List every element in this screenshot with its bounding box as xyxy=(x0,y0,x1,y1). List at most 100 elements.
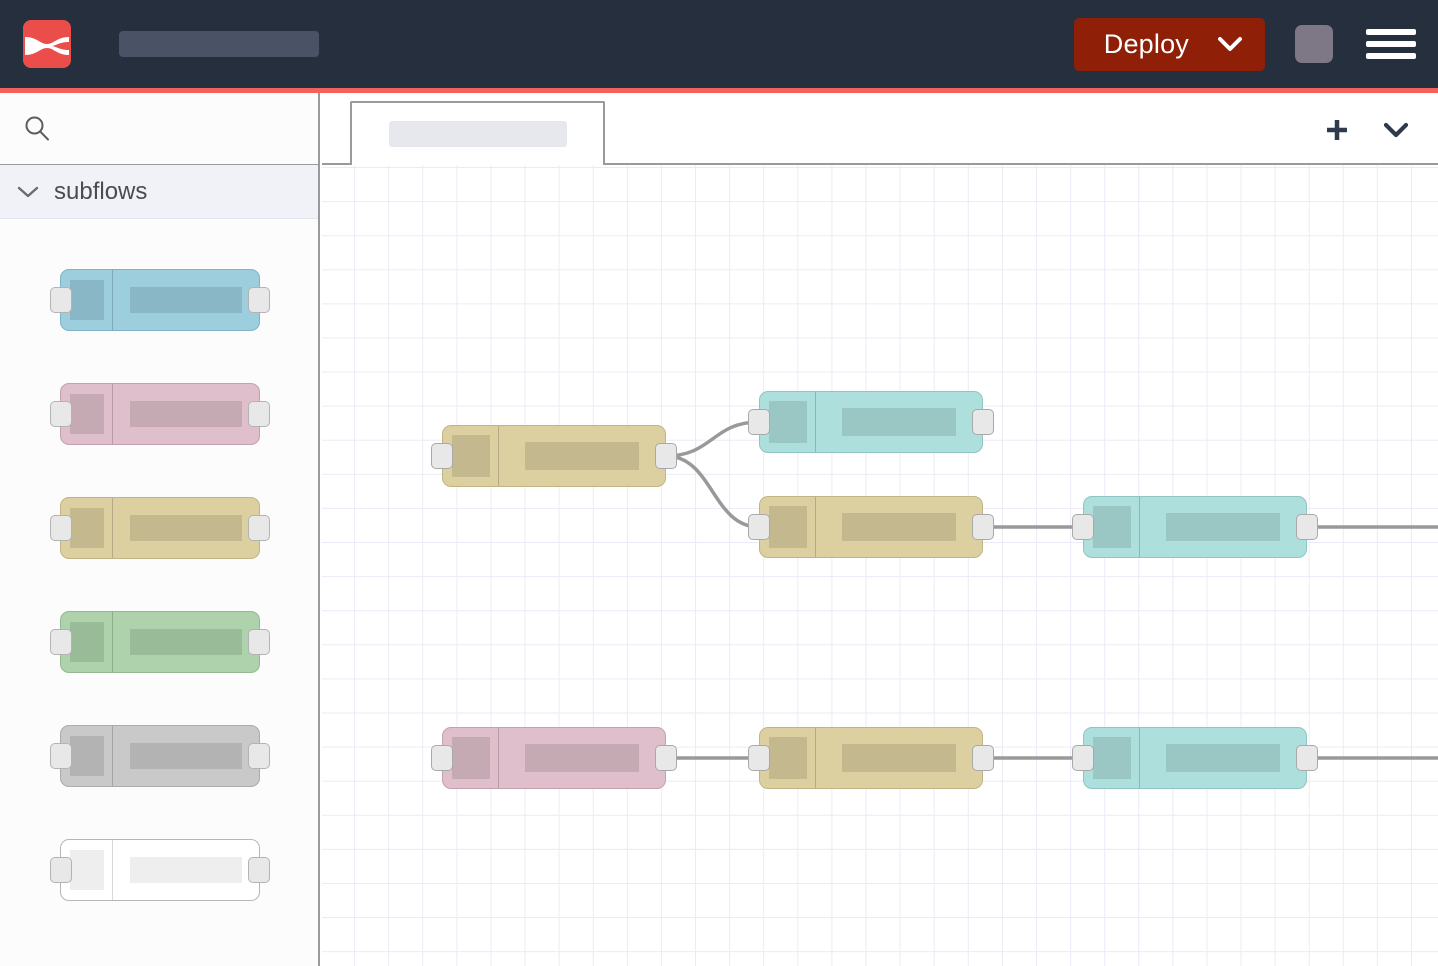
palette-node-3[interactable] xyxy=(50,497,270,559)
deploy-button[interactable]: Deploy xyxy=(1073,17,1265,71)
node-input-port[interactable] xyxy=(50,857,72,883)
wire-inject-to-change[interactable] xyxy=(664,454,761,529)
node-output-port[interactable] xyxy=(1296,514,1318,540)
node-type-icon xyxy=(61,498,113,558)
node-label-area xyxy=(113,612,259,672)
palette-search-row[interactable] xyxy=(0,93,318,165)
plus-icon[interactable] xyxy=(1322,115,1352,145)
node-type-icon xyxy=(61,270,113,330)
node-input-port[interactable] xyxy=(1072,745,1094,771)
node-input-port[interactable] xyxy=(50,743,72,769)
node-type-icon xyxy=(61,726,113,786)
palette-item xyxy=(0,813,318,927)
node-output-port[interactable] xyxy=(248,743,270,769)
flow-node-http-in[interactable] xyxy=(431,727,677,789)
node-red-logo-icon[interactable] xyxy=(23,20,71,68)
palette-search-input[interactable] xyxy=(66,108,276,149)
node-output-port[interactable] xyxy=(248,287,270,313)
user-avatar[interactable] xyxy=(1295,25,1333,63)
flow-node-debug[interactable] xyxy=(1072,496,1318,558)
node-icon-glyph xyxy=(69,850,104,890)
chevron-down-glyph xyxy=(17,186,39,197)
node-output-port[interactable] xyxy=(248,857,270,883)
flow-canvas-grid[interactable] xyxy=(322,165,1438,966)
chevron-down-icon[interactable] xyxy=(16,185,40,199)
flow-node-template[interactable] xyxy=(748,727,994,789)
node-label xyxy=(130,515,242,541)
palette-node-2[interactable] xyxy=(50,383,270,445)
node-icon-glyph xyxy=(69,280,104,320)
palette-node-1[interactable] xyxy=(50,269,270,331)
node-input-port[interactable] xyxy=(748,409,770,435)
node-input-port[interactable] xyxy=(50,401,72,427)
header-accent-stripe xyxy=(0,88,1438,93)
node-type-icon xyxy=(61,840,113,900)
flow-node-inject[interactable] xyxy=(431,425,677,487)
node-body[interactable] xyxy=(759,496,983,558)
flow-tab-1[interactable] xyxy=(350,101,605,165)
node-body[interactable] xyxy=(759,727,983,789)
node-body[interactable] xyxy=(442,727,666,789)
node-body[interactable] xyxy=(442,425,666,487)
node-output-port[interactable] xyxy=(655,745,677,771)
flow-node-function[interactable] xyxy=(748,391,994,453)
node-label xyxy=(130,857,242,883)
node-output-port[interactable] xyxy=(248,515,270,541)
palette-group-subflows[interactable]: subflows xyxy=(0,165,318,219)
chevron-down-glyph xyxy=(1218,37,1242,51)
node-input-port[interactable] xyxy=(50,515,72,541)
node-input-port[interactable] xyxy=(50,629,72,655)
app-header: Deploy xyxy=(0,0,1438,88)
node-label-area xyxy=(816,497,982,557)
node-icon-glyph xyxy=(451,737,490,779)
node-type-icon xyxy=(443,426,499,486)
node-label xyxy=(842,744,956,772)
tab-menu-chevron-down-icon[interactable] xyxy=(1382,121,1410,139)
palette-node-6[interactable] xyxy=(50,839,270,901)
node-output-port[interactable] xyxy=(655,443,677,469)
node-input-port[interactable] xyxy=(748,514,770,540)
node-icon-glyph xyxy=(768,737,807,779)
palette-node-5[interactable] xyxy=(50,725,270,787)
flow-node-layer xyxy=(322,165,1438,966)
node-label xyxy=(842,513,956,541)
node-type-icon xyxy=(760,497,816,557)
chevron-down-glyph xyxy=(1383,122,1409,138)
node-label-area xyxy=(113,840,259,900)
node-icon-glyph xyxy=(69,622,104,662)
node-type-icon xyxy=(1084,497,1140,557)
hamburger-menu-icon[interactable] xyxy=(1366,24,1416,64)
node-icon-glyph xyxy=(69,508,104,548)
node-input-port[interactable] xyxy=(1072,514,1094,540)
node-output-port[interactable] xyxy=(972,409,994,435)
node-label xyxy=(130,287,242,313)
node-output-port[interactable] xyxy=(972,514,994,540)
node-body[interactable] xyxy=(1083,496,1307,558)
palette-sidebar: subflows xyxy=(0,93,320,966)
node-output-port[interactable] xyxy=(248,401,270,427)
flow-node-change[interactable] xyxy=(748,496,994,558)
node-icon-glyph xyxy=(451,435,490,477)
node-output-port[interactable] xyxy=(972,745,994,771)
search-icon[interactable] xyxy=(22,114,52,144)
palette-node-4[interactable] xyxy=(50,611,270,673)
node-body[interactable] xyxy=(759,391,983,453)
node-input-port[interactable] xyxy=(431,443,453,469)
node-output-port[interactable] xyxy=(1296,745,1318,771)
node-label xyxy=(1166,744,1280,772)
node-input-port[interactable] xyxy=(431,745,453,771)
palette-node-list xyxy=(0,219,318,927)
wire-inject-to-function[interactable] xyxy=(664,420,761,458)
node-output-port[interactable] xyxy=(248,629,270,655)
editor-body: subflows xyxy=(0,93,1438,966)
node-input-port[interactable] xyxy=(50,287,72,313)
node-icon-glyph xyxy=(768,401,807,443)
palette-group-label: subflows xyxy=(54,177,148,205)
palette-item xyxy=(0,699,318,813)
node-body[interactable] xyxy=(1083,727,1307,789)
chevron-down-icon[interactable] xyxy=(1217,36,1243,52)
node-label xyxy=(525,442,639,470)
node-input-port[interactable] xyxy=(748,745,770,771)
flow-node-response[interactable] xyxy=(1072,727,1318,789)
node-type-icon xyxy=(760,392,816,452)
